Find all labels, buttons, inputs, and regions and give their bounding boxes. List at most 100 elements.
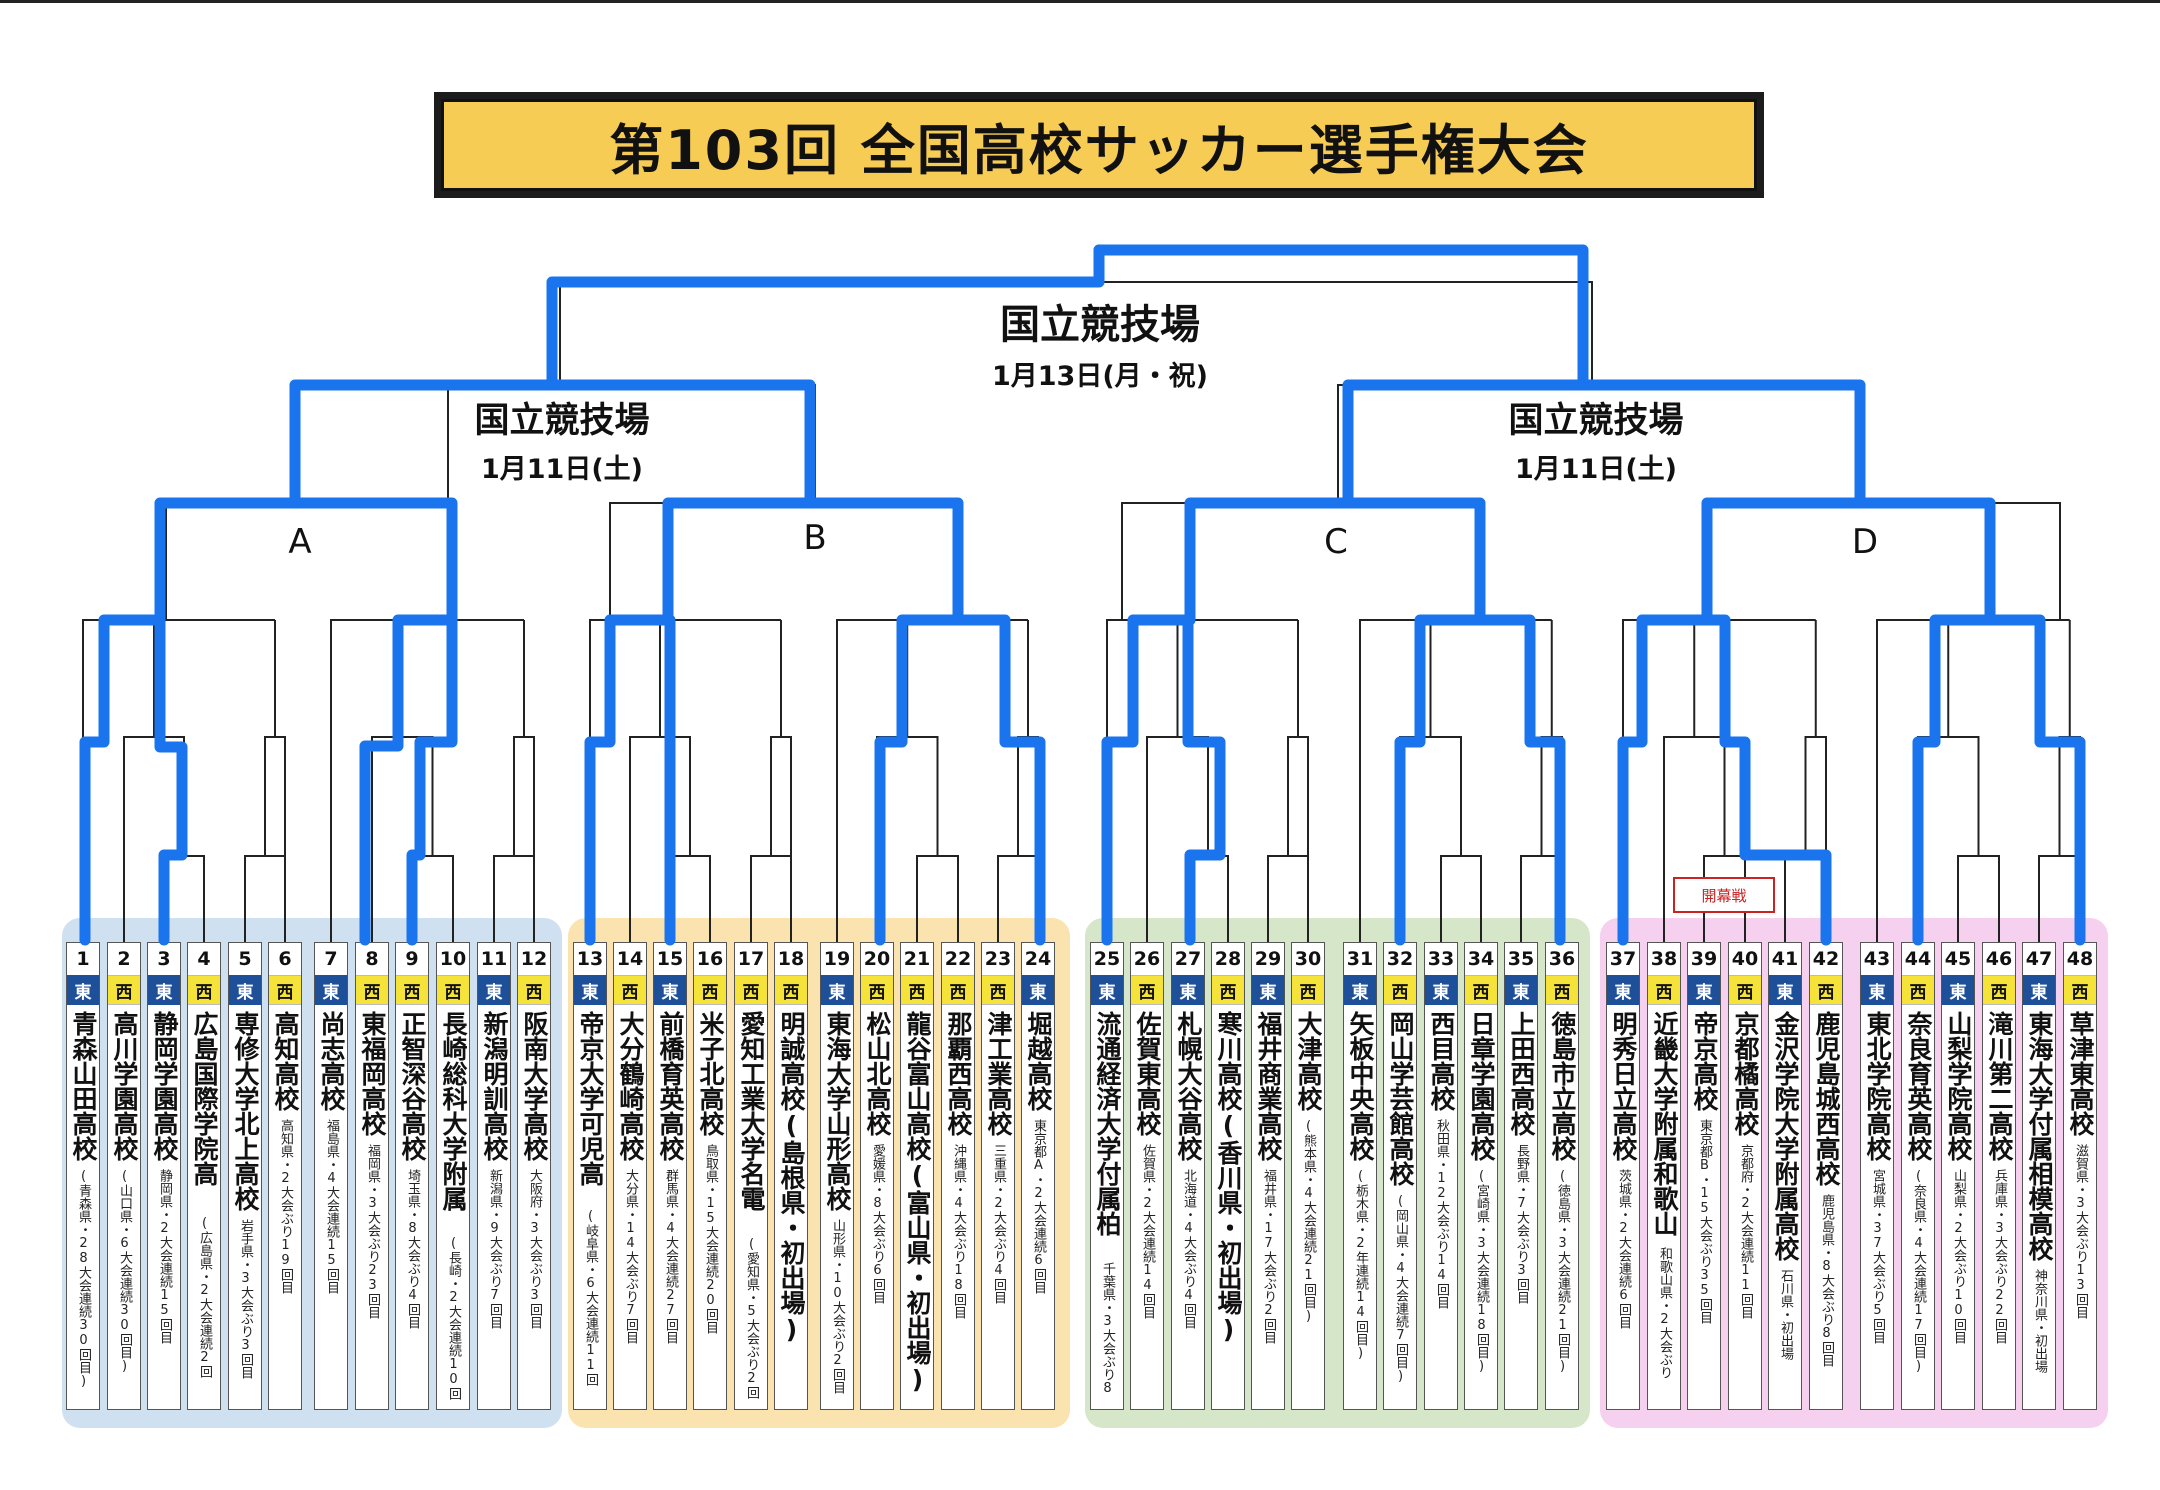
highlight-stroke <box>1182 614 1226 946</box>
school-name: 近畿大学附属和歌山高校 <box>1650 1011 1679 1236</box>
east-region-badge: 東 <box>315 975 347 1005</box>
team-qualification-info: 山梨県・2大会ぶり10回目 <box>1951 1169 1966 1344</box>
team-qualification-info: 山形県・10大会ぶり2回目 <box>830 1219 845 1394</box>
team-qualification-info: 鳥取県・15大会連続20回目 <box>703 1144 718 1334</box>
team-qualification-info: 京都府・2大会連続11回目 <box>1738 1144 1753 1319</box>
west-region-badge: 西 <box>108 975 140 1005</box>
team-qualification-info: 鹿児島県・8大会ぶり8回目 <box>1819 1194 1834 1367</box>
block-label-b: B <box>803 518 827 558</box>
team-text: 草津東高校滋賀県・3大会ぶり13回目 <box>2064 1011 2096 1403</box>
east-region-badge: 東 <box>1861 975 1893 1005</box>
team-text: 矢板中央高校(栃木県・2年連続14回目) <box>1344 1011 1376 1403</box>
west-region-badge: 西 <box>861 975 893 1005</box>
team-text: 金沢学院大学附属高校石川県・初出場 <box>1769 1011 1801 1403</box>
bracket-connector <box>123 736 185 942</box>
west-region-badge: 西 <box>775 975 807 1005</box>
team-text: 青森山田高校(青森県・28大会連続30回目) <box>67 1011 99 1403</box>
west-region-badge: 西 <box>1546 975 1578 1005</box>
semifinal-venue-label-right: 国立競技場 1月11日(土) <box>1446 392 1746 486</box>
team-text: 奈良育英高校(奈良県・4大会連続17回目) <box>1902 1011 1934 1403</box>
west-region-badge: 西 <box>735 975 767 1005</box>
school-name: 那覇西高校 <box>944 1011 973 1136</box>
team-number: 34 <box>1467 948 1495 970</box>
bracket-connector <box>1121 502 1481 620</box>
team-entry: 7 東尚志高校福島県・4大会連続15回目 <box>314 942 348 1410</box>
bracket-connector <box>264 736 286 856</box>
team-qualification-info: 愛媛県・8大会ぶり6回目 <box>870 1144 885 1304</box>
school-name: 寒川高校(香川県・初出場) <box>1214 1011 1243 1344</box>
team-number: 7 <box>324 948 338 970</box>
west-region-badge: 西 <box>437 975 469 1005</box>
team-number: 3 <box>157 948 171 970</box>
team-number: 2 <box>117 948 131 970</box>
team-text: 西目高校秋田県・12大会ぶり14回目 <box>1425 1011 1457 1403</box>
school-name: 尚志高校 <box>317 1011 346 1111</box>
west-region-badge: 西 <box>1292 975 1324 1005</box>
west-region-badge: 西 <box>1384 975 1416 1005</box>
school-name: 新潟明訓高校 <box>480 1011 509 1161</box>
school-name: 佐賀東高校 <box>1133 1011 1162 1136</box>
school-name: 愛知工業大学名電高校 <box>737 1011 766 1211</box>
team-number: 24 <box>1024 948 1052 970</box>
school-name: 帝京大学可児高校 <box>576 1011 605 1186</box>
team-number: 39 <box>1690 948 1718 970</box>
highlight-stroke <box>289 497 458 946</box>
team-qualification-info: 三重県・2大会ぶり4回目 <box>991 1144 1006 1304</box>
bracket-connector <box>1804 736 1827 856</box>
team-text: 山梨学院高校山梨県・2大会ぶり10回目 <box>1942 1011 1974 1403</box>
team-number: 40 <box>1731 948 1759 970</box>
semifinal-venue-right: 国立競技場 <box>1508 401 1684 441</box>
team-number: 43 <box>1863 948 1891 970</box>
team-number: 23 <box>984 948 1012 970</box>
school-name: 長崎総科大学附属高校 <box>439 1011 468 1211</box>
bracket-connector <box>589 619 661 942</box>
block-label-a: A <box>288 522 312 562</box>
east-region-badge: 東 <box>1607 975 1639 1005</box>
team-number: 44 <box>1904 948 1932 970</box>
team-qualification-info: 滋賀県・3大会ぶり13回目 <box>2073 1144 2088 1319</box>
team-text: 流通経済大学付属柏高校千葉県・3大会ぶり8回目 <box>1091 1011 1123 1403</box>
east-region-badge: 東 <box>148 975 180 1005</box>
school-name: 東福岡高校 <box>358 1011 387 1136</box>
team-qualification-info: 福島県・4大会連続15回目 <box>324 1119 339 1294</box>
team-number: 11 <box>480 948 508 970</box>
west-region-badge: 西 <box>1648 975 1680 1005</box>
bracket-connector <box>609 502 957 620</box>
final-venue-label: 国立競技場 1月13日(月・祝) <box>940 292 1260 393</box>
school-name: 専修大学北上高校 <box>231 1011 260 1211</box>
school-name: 金沢学院大学附属高校 <box>1771 1011 1800 1261</box>
team-text: 前橋育英高校群馬県・4大会連続27回目 <box>654 1011 686 1403</box>
team-text: 高川学園高校(山口県・6大会連続30回目) <box>108 1011 140 1403</box>
west-region-badge: 西 <box>942 975 974 1005</box>
team-entry: 17西愛知工業大学名電高校(愛知県・5大会ぶり2回目) <box>734 942 768 1410</box>
bracket-connector <box>750 855 792 942</box>
team-number: 13 <box>576 948 604 970</box>
team-number: 25 <box>1093 948 1121 970</box>
bracket-connector <box>1784 855 1827 942</box>
team-number: 10 <box>439 948 467 970</box>
team-number: 22 <box>944 948 972 970</box>
school-name: 徳島市立高校 <box>1548 1011 1577 1161</box>
team-qualification-info: 高知県・2大会ぶり19回目 <box>278 1119 293 1294</box>
team-text: 新潟明訓高校新潟県・9大会ぶり7回目 <box>478 1011 510 1403</box>
team-text: 鹿児島城西高校鹿児島県・8大会ぶり8回目 <box>1810 1011 1842 1403</box>
school-name: 静岡学園高校 <box>150 1011 179 1161</box>
team-number: 42 <box>1812 948 1840 970</box>
east-region-badge: 東 <box>1252 975 1284 1005</box>
team-text: 大分鶴崎高校大分県・14大会ぶり7回目 <box>614 1011 646 1403</box>
team-entry: 2 西高川学園高校(山口県・6大会連続30回目) <box>107 942 141 1410</box>
team-qualification-info: 北海道・4大会ぶり4回目 <box>1181 1169 1196 1329</box>
highlight-stroke <box>1854 497 1996 946</box>
school-name: 正智深谷高校 <box>398 1011 427 1161</box>
team-text: 静岡学園高校静岡県・2大会連続15回目 <box>148 1011 180 1403</box>
